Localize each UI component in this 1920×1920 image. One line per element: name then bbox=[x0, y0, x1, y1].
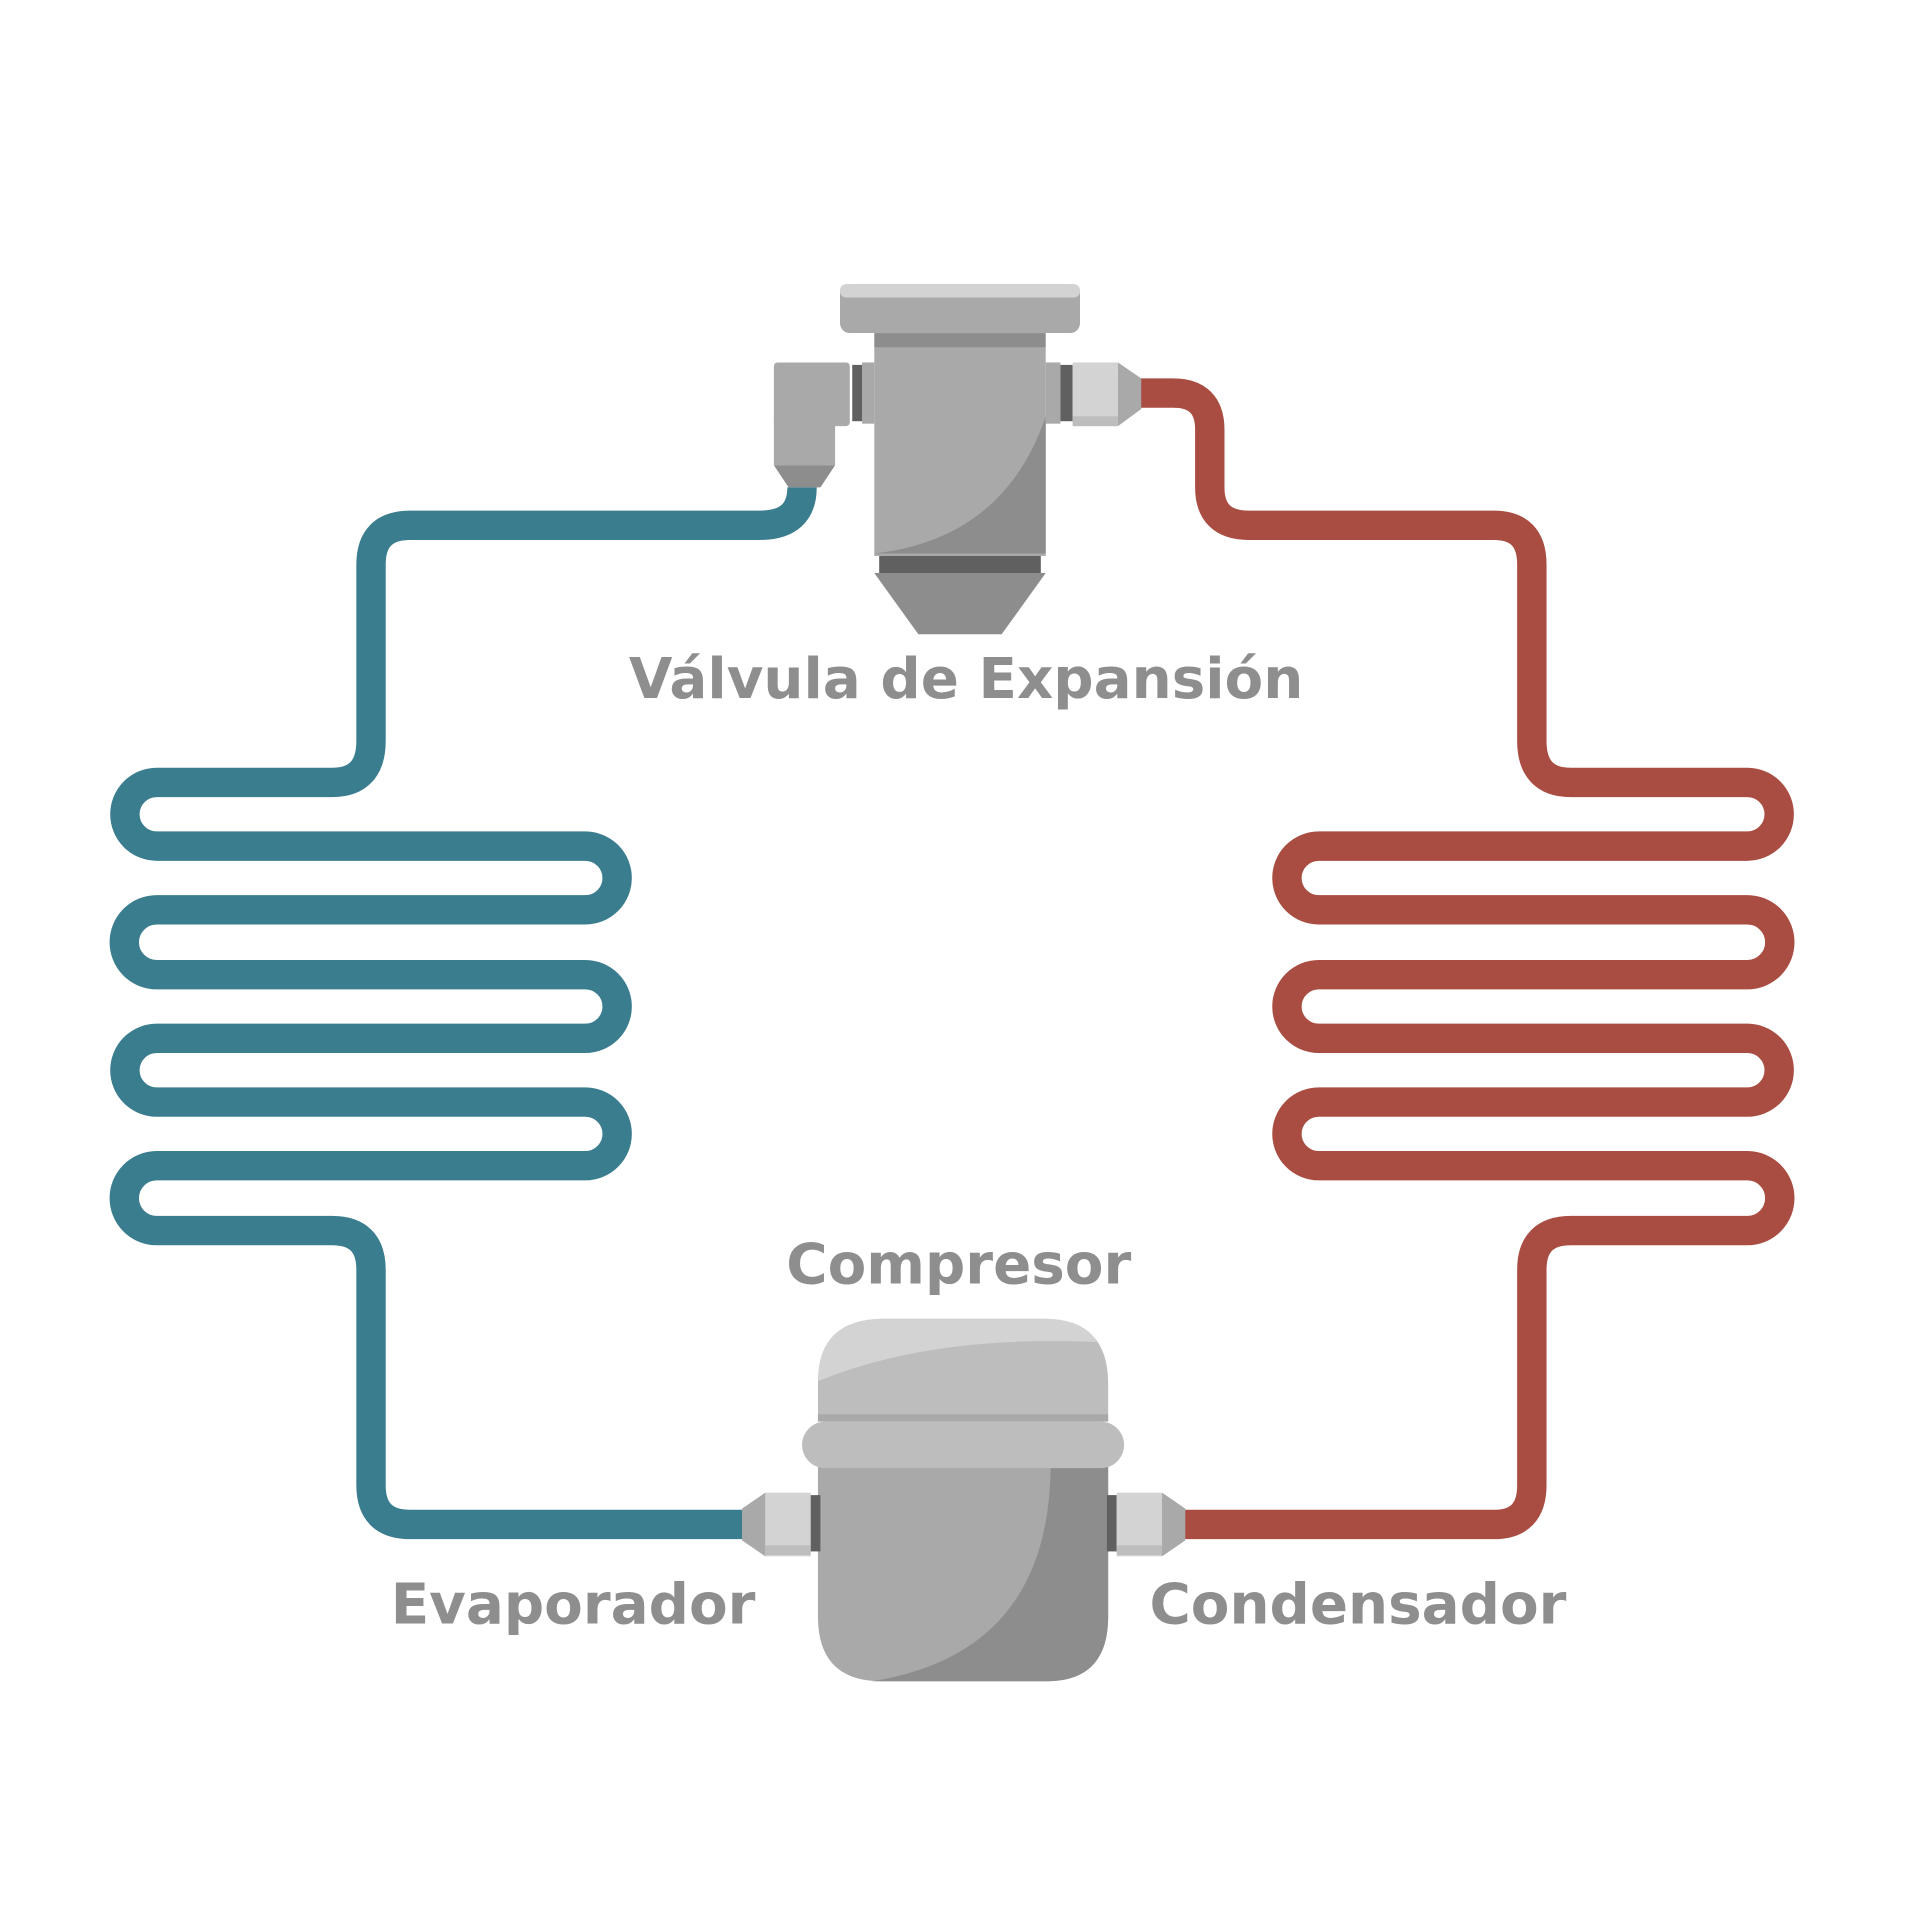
compressor bbox=[742, 1318, 1186, 1682]
expansion-valve bbox=[773, 284, 1142, 635]
condenser-pipe bbox=[1136, 378, 1795, 1540]
valve-label: Válvula de Expansión bbox=[629, 647, 1303, 712]
evaporator-label: Evaporador bbox=[391, 1573, 756, 1638]
compressor-label: Compresor bbox=[786, 1232, 1131, 1297]
condenser-label: Condensador bbox=[1149, 1573, 1566, 1638]
evaporator-pipe bbox=[109, 486, 817, 1540]
